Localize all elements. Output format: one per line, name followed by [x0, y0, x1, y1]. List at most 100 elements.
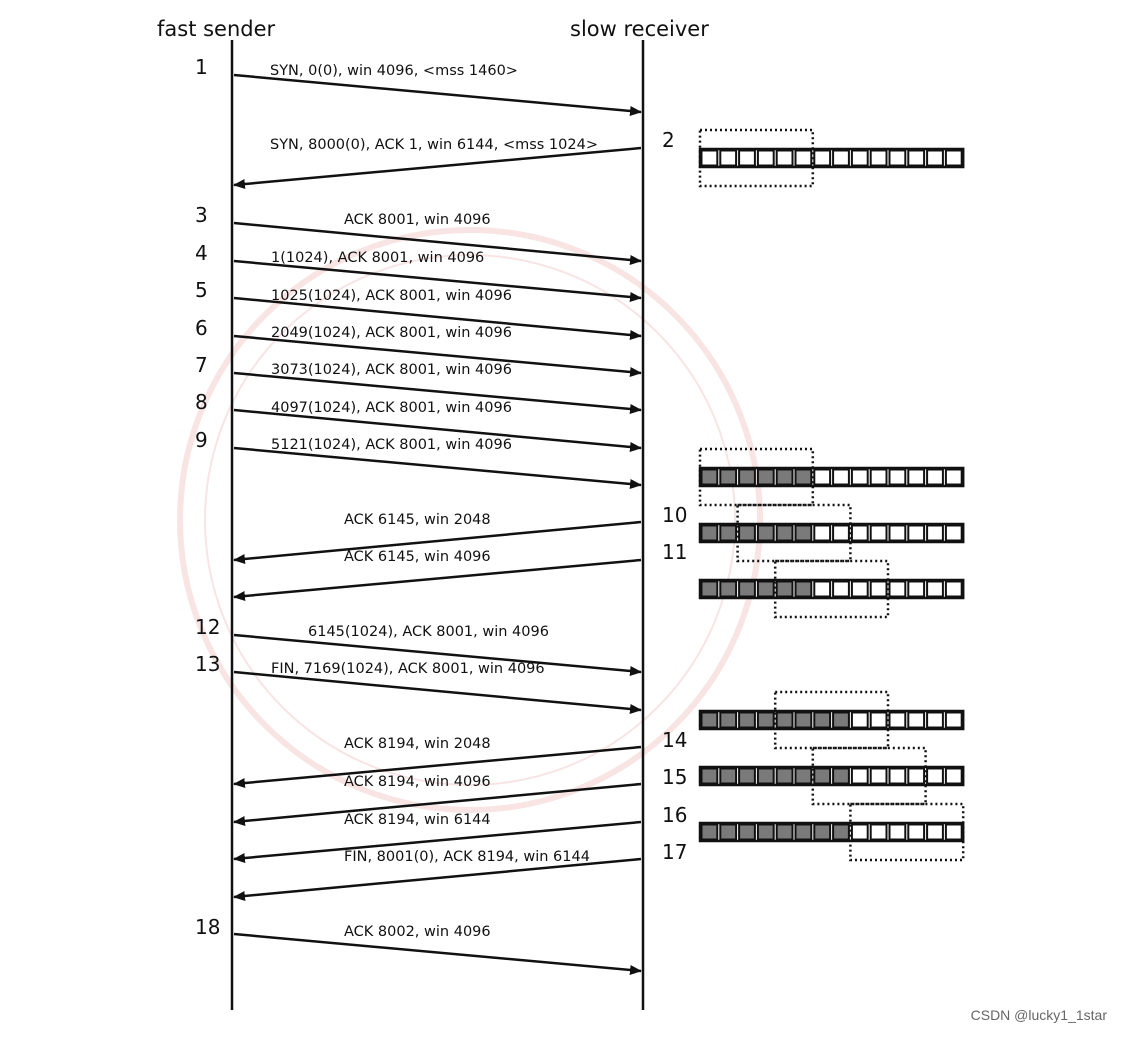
buffer-cell: [775, 468, 794, 486]
message-label-3: ACK 8001, win 4096: [344, 212, 491, 228]
message-label-14: ACK 8194, win 2048: [344, 736, 491, 752]
buffer-step-15: [698, 746, 965, 806]
message-arrow-13: [233, 670, 642, 714]
step-number-7: 7: [195, 353, 208, 377]
buffer-cell: [794, 468, 813, 486]
message-arrow-8: [233, 408, 642, 452]
buffer-cell: [869, 149, 888, 167]
buffer-cell: [813, 149, 832, 167]
message-label-11: ACK 6145, win 4096: [344, 549, 491, 565]
message-arrow-4: [233, 259, 642, 302]
message-label-1: SYN, 0(0), win 4096, <mss 1460>: [270, 63, 518, 79]
buffer-cell: [700, 823, 719, 841]
buffer-outline: [698, 522, 965, 544]
buffer-cell: [832, 524, 850, 542]
buffer-cell: [850, 524, 869, 542]
buffer-cell: [738, 767, 756, 785]
buffer-cell: [700, 524, 719, 542]
step-number-17: 17: [662, 840, 687, 864]
buffer-cell: [700, 711, 719, 729]
buffer-cell: [832, 767, 850, 785]
buffer-cell: [907, 468, 926, 486]
message-arrow-1: [233, 73, 642, 116]
step-number-15: 15: [662, 765, 687, 789]
buffer-cell: [926, 580, 944, 598]
buffer-cell: [813, 580, 832, 598]
buffer-cell: [907, 580, 926, 598]
buffer-cell: [813, 767, 832, 785]
buffer-cell: [775, 580, 794, 598]
buffer-cell: [719, 823, 738, 841]
step-number-13: 13: [195, 652, 220, 676]
step-number-9: 9: [195, 428, 208, 452]
buffer-cell: [794, 524, 813, 542]
buffer-cell: [907, 524, 926, 542]
buffer-cell: [794, 767, 813, 785]
buffer-cell: [926, 711, 944, 729]
buffer-cell: [869, 468, 888, 486]
buffer-step-13: [698, 690, 965, 750]
buffer-cell: [850, 823, 869, 841]
step-number-16: 16: [662, 803, 687, 827]
message-label-12: 6145(1024), ACK 8001, win 4096: [308, 624, 549, 640]
buffer-cell: [888, 468, 907, 486]
message-label-6: 2049(1024), ACK 8001, win 4096: [271, 325, 512, 341]
buffer-cell: [888, 149, 907, 167]
buffer-cell: [869, 580, 888, 598]
message-arrow-18: [233, 932, 642, 975]
message-label-7: 3073(1024), ACK 8001, win 4096: [271, 362, 512, 378]
buffer-cell: [738, 468, 756, 486]
message-arrow-12: [233, 633, 642, 676]
buffer-step-10: [698, 503, 965, 563]
step-number-18: 18: [195, 915, 220, 939]
step-number-6: 6: [195, 316, 208, 340]
window-outline: [736, 503, 852, 563]
buffer-cell: [719, 580, 738, 598]
buffer-cell: [832, 711, 850, 729]
buffer-outline: [698, 765, 965, 787]
buffer-cell: [738, 149, 756, 167]
message-arrow-2: [233, 146, 642, 189]
buffer-cell: [926, 767, 944, 785]
buffer-cell: [775, 524, 794, 542]
step-number-12: 12: [195, 615, 220, 639]
buffer-cell: [719, 524, 738, 542]
message-label-4: 1(1024), ACK 8001, win 4096: [271, 250, 484, 266]
buffer-cell: [944, 580, 963, 598]
buffer-cell: [756, 767, 775, 785]
message-label-18: ACK 8002, win 4096: [344, 924, 491, 940]
message-arrow-6: [233, 334, 642, 377]
buffer-cell: [926, 524, 944, 542]
window-outline: [698, 128, 815, 188]
buffer-cell: [832, 823, 850, 841]
buffer-step-16: [698, 802, 965, 862]
message-arrow-14: [233, 745, 642, 788]
message-label-15: ACK 8194, win 4096: [344, 774, 491, 790]
buffer-cell: [813, 711, 832, 729]
credit-watermark: CSDN @lucky1_1star: [971, 1007, 1108, 1023]
buffer-cell: [926, 823, 944, 841]
message-arrow-5: [233, 296, 642, 340]
buffer-cell: [907, 767, 926, 785]
message-label-5: 1025(1024), ACK 8001, win 4096: [271, 288, 512, 304]
message-label-8: 4097(1024), ACK 8001, win 4096: [271, 400, 512, 416]
buffer-step-2: [698, 128, 965, 188]
step-number-8: 8: [195, 390, 208, 414]
buffer-cell: [888, 711, 907, 729]
buffer-cell: [850, 711, 869, 729]
buffer-cell: [775, 711, 794, 729]
buffer-cell: [775, 767, 794, 785]
buffer-cell: [869, 711, 888, 729]
buffer-cell: [850, 149, 869, 167]
buffer-cell: [700, 149, 719, 167]
message-arrow-9: [233, 446, 642, 489]
buffer-cell: [719, 711, 738, 729]
buffer-cell: [719, 468, 738, 486]
buffer-cell: [832, 580, 850, 598]
buffer-cell: [832, 149, 850, 167]
buffer-cell: [926, 468, 944, 486]
message-label-13: FIN, 7169(1024), ACK 8001, win 4096: [271, 661, 545, 677]
buffer-cell: [869, 767, 888, 785]
buffer-cell: [944, 711, 963, 729]
